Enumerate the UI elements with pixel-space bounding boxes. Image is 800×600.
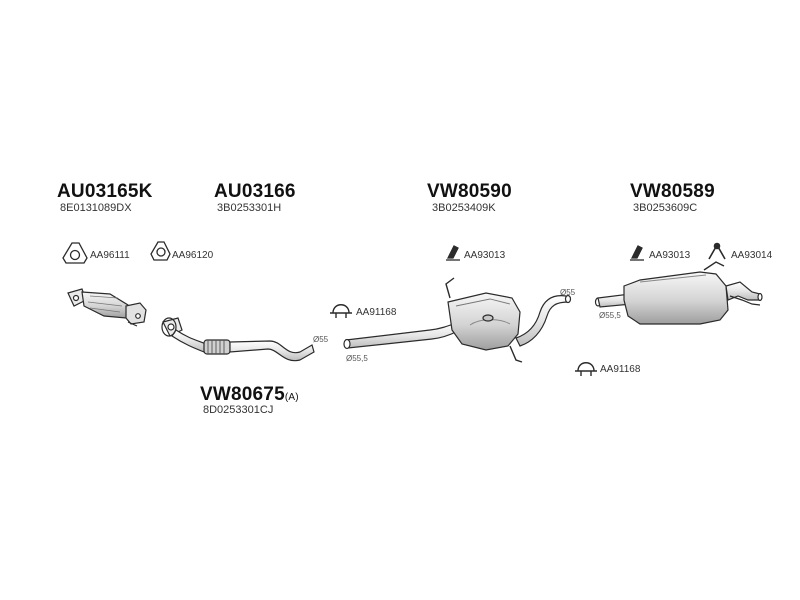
accessory-label-aa93013-b: AA93013 [649, 250, 691, 261]
accessory-label-aa96120: AA96120 [172, 250, 214, 261]
part-code-vw80675: VW80675(A) [200, 384, 299, 406]
gasket-aa96120-icon [150, 241, 171, 261]
part-code-vw80590: VW80590 [427, 181, 512, 202]
rear-silencer-vw80589-icon [594, 261, 763, 325]
hanger-aa93014-icon [708, 242, 726, 260]
dimension-label-d55-5-rear: Ø55,5 [599, 311, 621, 320]
dimension-label-d55-middle: Ø55 [560, 288, 576, 297]
middle-silencer-vw80590-icon [343, 277, 572, 363]
clamp-aa91168-lower-icon [575, 362, 597, 376]
dimension-label-d55-front: Ø55 [313, 335, 329, 344]
gasket-aa96111-icon [62, 242, 88, 264]
front-pipe-vw80675-icon [162, 317, 315, 362]
oe-number-vw80589: 3B0253609C [633, 202, 698, 214]
part-code-au03166: AU03166 [214, 181, 296, 202]
accessory-label-aa91168-a: AA91168 [356, 307, 397, 318]
accessory-label-aa93014: AA93014 [731, 250, 773, 261]
part-code-au03165k: AU03165K [57, 181, 153, 202]
part-code-vw80675-text: VW80675 [200, 384, 285, 405]
part-code-vw80589: VW80589 [630, 181, 715, 202]
oe-number-au03166: 3B0253301H [217, 202, 282, 214]
oe-number-au03165k: 8E0131089DX [60, 202, 132, 214]
oe-number-vw80675: 8D0253301CJ [203, 404, 274, 416]
part-code-vw80675-suffix: (A) [284, 392, 299, 403]
dimension-label-d55-5-front: Ø55,5 [346, 354, 368, 363]
accessory-label-aa93013-a: AA93013 [464, 250, 506, 261]
accessory-label-aa91168-b: AA91168 [600, 364, 641, 375]
oe-number-vw80590: 3B0253409K [432, 202, 496, 214]
clamp-aa91168-upper-icon [330, 304, 352, 318]
catalytic-converter-au03165k-icon [67, 288, 147, 327]
accessory-label-aa96111: AA96111 [90, 250, 130, 261]
rubber-mount-aa93013-a-icon [446, 245, 460, 261]
flange-au03166-icon [161, 317, 177, 337]
rubber-mount-aa93013-b-icon [630, 245, 644, 261]
